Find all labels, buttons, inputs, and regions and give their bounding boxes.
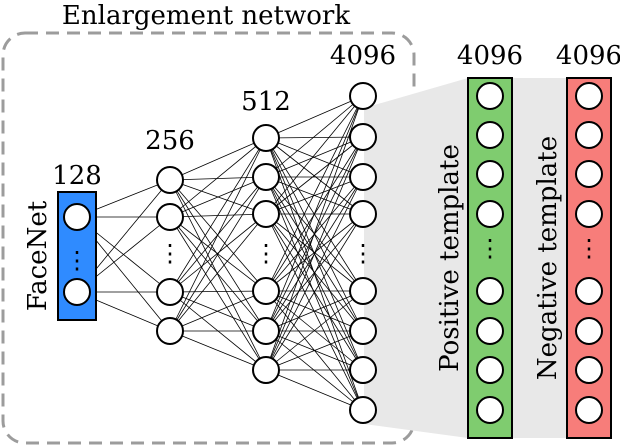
negative-template-label: Negative template [533, 136, 563, 380]
connection-line [265, 176, 364, 411]
layer-4096-ellipsis: ⋮ [351, 240, 375, 268]
connection-line [169, 216, 267, 371]
input-neuron [63, 278, 91, 306]
positive-template-neuron [476, 121, 504, 149]
connection-line [265, 95, 364, 215]
connection-line [265, 290, 364, 371]
connection-line [265, 136, 364, 139]
layer-512-neuron [252, 317, 280, 345]
input-ellipsis: ⋮ [65, 247, 89, 275]
positive-template-neuron [476, 160, 504, 188]
connection-line [265, 95, 364, 332]
negative-template-neuron [575, 82, 603, 110]
connection-line [265, 136, 364, 178]
layer-4096-neuron [349, 356, 377, 384]
connection-line [169, 137, 267, 293]
negative-template-neuron [575, 277, 603, 305]
neuron-nodes [63, 82, 603, 424]
facenet-label: FaceNet [23, 200, 53, 311]
connection-line [265, 213, 364, 332]
connection-line [169, 213, 267, 332]
connection-line [169, 179, 267, 332]
connection-line [169, 176, 267, 218]
input-neuron [63, 203, 91, 231]
layer-4096-neuron [349, 163, 377, 191]
projection-band [364, 78, 468, 438]
connection-line [265, 136, 364, 371]
layer-256-neuron [156, 317, 184, 345]
connection-line [265, 95, 364, 178]
diagram-title: Enlargement network [62, 1, 350, 31]
layer-4096-neuron [349, 82, 377, 110]
negative-template-neuron [575, 200, 603, 228]
connection-line [265, 176, 364, 371]
positive-template-label: Positive template [435, 144, 465, 372]
negative-template-size-label: 4096 [556, 41, 620, 71]
connection-line [169, 213, 267, 293]
layer-512-neuron [252, 124, 280, 152]
layer-4096-neuron [349, 396, 377, 424]
connection-line [169, 137, 267, 218]
positive-template-neuron [476, 200, 504, 228]
connection-line [169, 179, 267, 292]
connection-line [265, 330, 364, 411]
connection-line [265, 213, 364, 411]
positive-template-neuron [476, 317, 504, 345]
connection-line [169, 216, 267, 332]
layer-512-ellipsis: ⋮ [254, 240, 278, 268]
layer-256-neuron [156, 203, 184, 231]
enlargement-network-frame [1, 31, 416, 445]
connection-line [265, 95, 364, 292]
layer-256-neuron [156, 278, 184, 306]
connection-line [265, 330, 364, 371]
connection-line [265, 369, 364, 411]
connection-line [169, 176, 267, 181]
connection-line [169, 290, 267, 293]
negative-template-ellipsis: ⋮ [577, 235, 601, 263]
layer-4096-size-label: 4096 [330, 41, 396, 71]
layer-256-neuron [156, 166, 184, 194]
connection-line [169, 330, 267, 371]
positive-template-neuron [476, 356, 504, 384]
connection-line [265, 137, 364, 178]
connection-line [265, 95, 364, 139]
positive-template-neuron [476, 396, 504, 424]
connection-lines [76, 95, 364, 411]
connection-line [265, 136, 364, 215]
positive-template-ellipsis: ⋮ [478, 235, 502, 263]
negative-template-neuron [575, 317, 603, 345]
input-size-label: 128 [52, 161, 102, 191]
positive-template-size-label: 4096 [457, 41, 523, 71]
connection-line [169, 179, 267, 371]
negative-template-neuron [575, 160, 603, 188]
negative-template-neuron [575, 396, 603, 424]
layer-4096-neuron [349, 123, 377, 151]
negative-template-neuron [575, 356, 603, 384]
layer-512-neuron [252, 163, 280, 191]
negative-template-neuron [575, 121, 603, 149]
positive-template-neuron [476, 277, 504, 305]
layer-512-neuron [252, 356, 280, 384]
layer-4096-neuron [349, 200, 377, 228]
layer-512-neuron [252, 277, 280, 305]
layer-4096-neuron [349, 317, 377, 345]
layer-256-size-label: 256 [145, 126, 195, 156]
layer-512-neuron [252, 200, 280, 228]
template-gap-band [512, 78, 567, 438]
connection-line [169, 137, 267, 332]
layer-256-ellipsis: ⋮ [158, 240, 182, 268]
connection-line [265, 176, 364, 215]
connection-line [265, 95, 364, 371]
positive-template-neuron [476, 82, 504, 110]
connection-line [169, 137, 267, 181]
connection-line [265, 213, 364, 371]
layer-512-size-label: 512 [241, 87, 291, 117]
connection-line [169, 176, 267, 332]
connection-line [169, 290, 267, 332]
layer-4096-neuron [349, 277, 377, 305]
